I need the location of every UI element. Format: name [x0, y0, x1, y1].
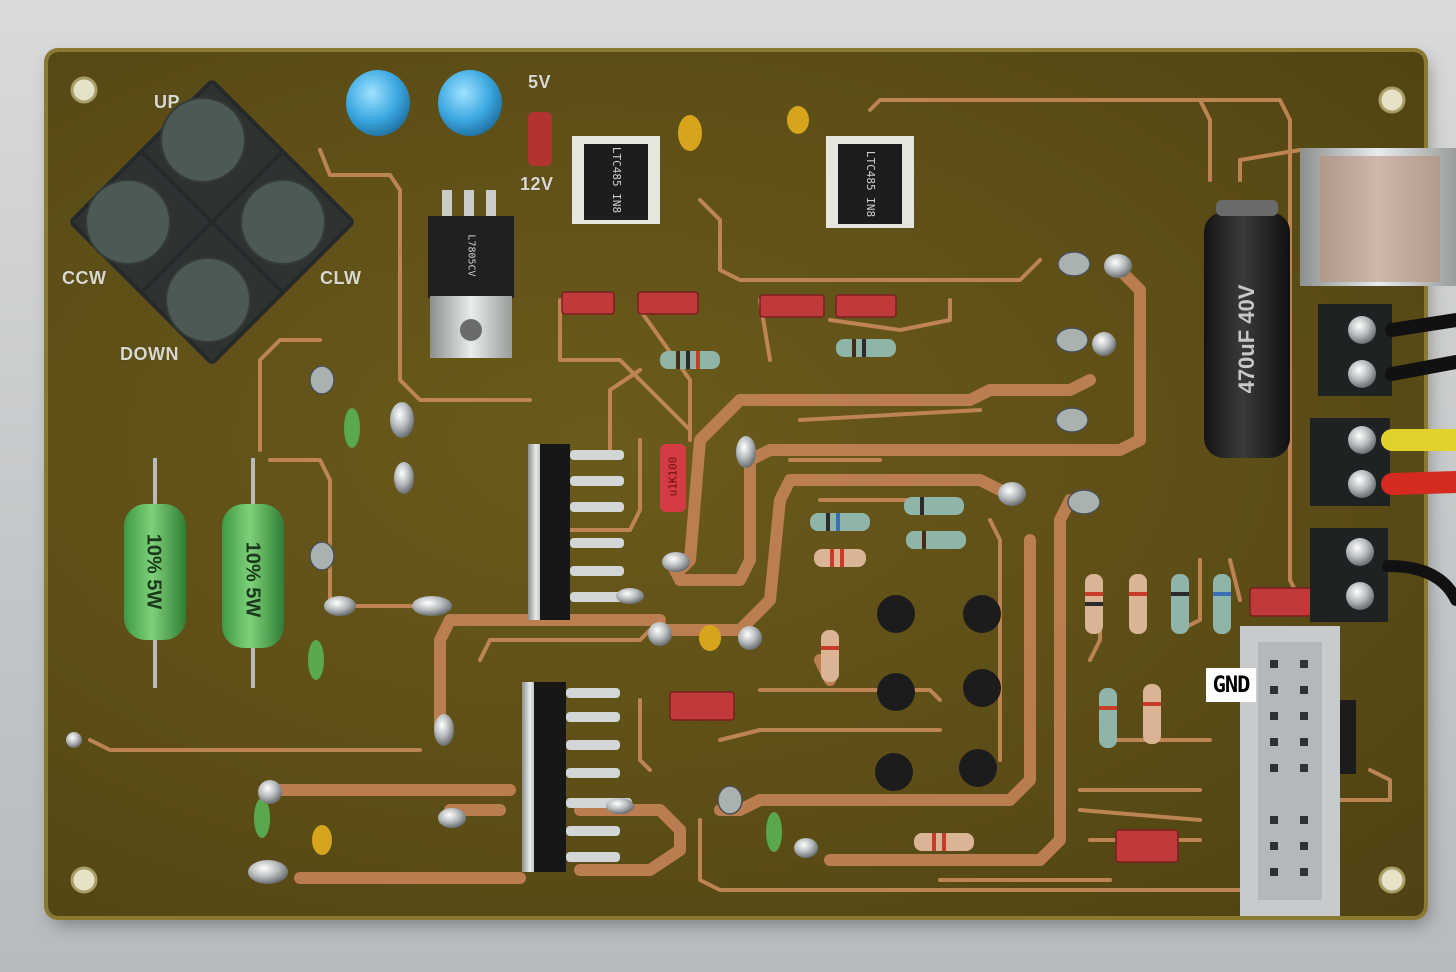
gnd-annotation: GND — [1206, 668, 1256, 702]
keypad-down-label: DOWN — [120, 344, 179, 364]
power-resistor-left-label: 10% 5W — [142, 533, 165, 610]
ic-right-marking: LTC485 IN8 — [864, 150, 878, 218]
green-caps — [254, 408, 782, 852]
metal-connector — [1300, 148, 1456, 286]
jumper-12v-label: 12V — [520, 174, 554, 194]
power-resistor-right-label: 10% 5W — [241, 541, 264, 618]
keypad-clw-label: CLW — [320, 268, 362, 288]
keypad-ccw-label: CCW — [62, 268, 107, 288]
axial-resistors — [660, 339, 1231, 851]
small-vertical-resistor — [660, 444, 686, 512]
transistors — [875, 595, 1001, 791]
regulator-marking: L7805CV — [465, 234, 477, 277]
jumper-5v-label: 5V — [528, 72, 552, 92]
small-resistor-marking: u1K100 — [666, 456, 680, 497]
blue-capacitors — [346, 70, 502, 136]
voltage-jumper — [528, 112, 552, 166]
traces — [88, 98, 1392, 892]
driver-ics — [522, 444, 640, 872]
wires — [1381, 313, 1456, 606]
ic-left-marking: LTC485 IN8 — [610, 146, 624, 214]
tantalum-caps — [312, 106, 809, 855]
electrolytic-capacitor — [1204, 200, 1290, 458]
diodes — [309, 251, 1101, 815]
mounting-holes — [70, 76, 1406, 894]
keypad-up-label: UP — [154, 92, 181, 112]
ic-sockets — [572, 136, 914, 228]
keypad-buttons — [85, 97, 326, 343]
red-resistors — [561, 291, 1319, 863]
power-resistors — [124, 458, 284, 688]
ribbon-header — [1240, 626, 1356, 916]
voltage-regulator — [428, 190, 514, 358]
capacitor-rating-label: 470uF 40V — [1234, 284, 1259, 394]
screw-terminals — [1310, 304, 1392, 622]
solder-joints — [66, 254, 1132, 884]
